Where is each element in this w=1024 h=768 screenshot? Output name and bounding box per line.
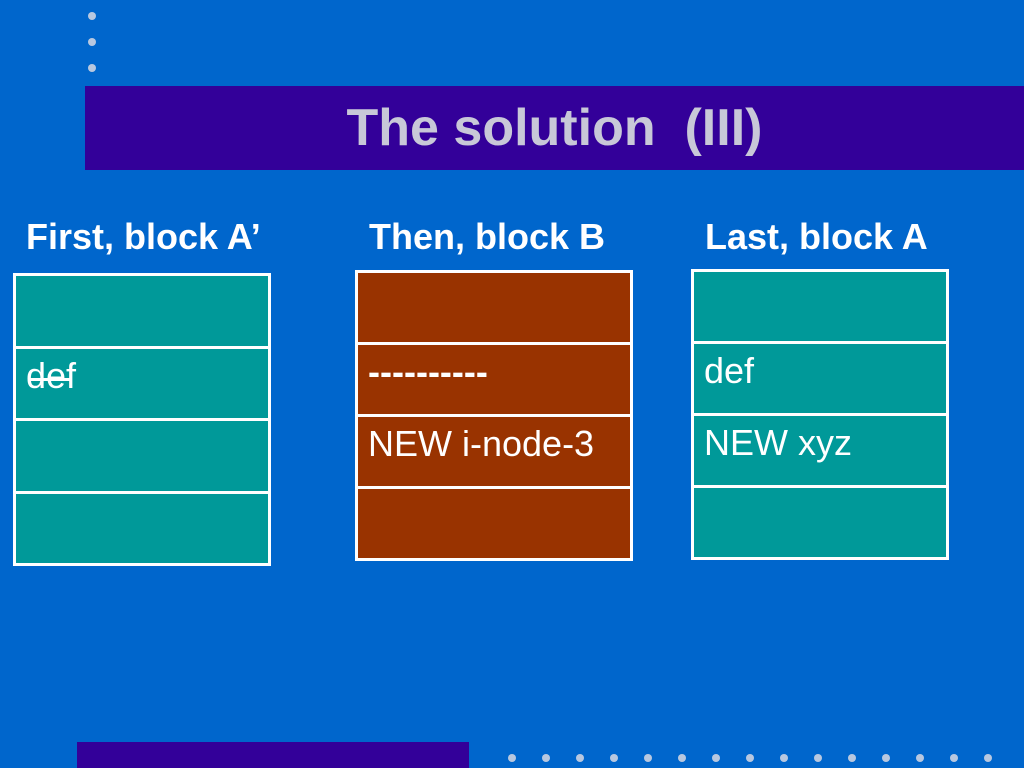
block-cell: def: [694, 344, 946, 413]
bullet-dot: [88, 12, 96, 20]
bullet-dot: [916, 754, 924, 762]
block-cell: [358, 273, 630, 342]
bullet-dot: [610, 754, 618, 762]
bullet-dot: [950, 754, 958, 762]
bullet-dot: [88, 38, 96, 46]
column-heading-last: Last, block A: [705, 216, 928, 257]
bullet-dot: [508, 754, 516, 762]
bullet-dot: [712, 754, 720, 762]
block-a: def NEW xyz: [691, 269, 949, 560]
bullet-dot: [644, 754, 652, 762]
slide-title: The solution (III): [346, 99, 763, 157]
bullet-dot: [88, 64, 96, 72]
block-cell: NEW xyz: [694, 416, 946, 485]
column-heading-then: Then, block B: [369, 216, 606, 257]
strikethrough-line: [28, 377, 70, 381]
block-cell: [694, 488, 946, 557]
block-cell: [358, 489, 630, 558]
block-cell: [16, 421, 268, 491]
bullet-dot: [848, 754, 856, 762]
block-cell: NEW i-node-3: [358, 417, 630, 486]
title-bar: The solution (III): [85, 86, 1024, 170]
block-cell: [16, 493, 268, 563]
cell-text: def: [26, 354, 77, 396]
bullet-dot: [984, 754, 992, 762]
block-b: ---------- NEW i-node-3: [355, 270, 633, 561]
bullet-dot: [814, 754, 822, 762]
bullet-dot: [542, 754, 550, 762]
column-heading-first: First, block A’: [26, 216, 261, 257]
block-cell: [16, 276, 268, 346]
bullet-dot: [882, 754, 890, 762]
block-cell-struck: def: [16, 348, 268, 418]
bullet-dot: [780, 754, 788, 762]
block-cell: [694, 272, 946, 341]
bullet-dot: [746, 754, 754, 762]
block-cell-dashes: ----------: [358, 345, 630, 414]
bullet-dot: [678, 754, 686, 762]
block-a-prime: def: [13, 273, 271, 566]
bullet-dot: [576, 754, 584, 762]
bottom-accent-bar: [77, 742, 469, 768]
